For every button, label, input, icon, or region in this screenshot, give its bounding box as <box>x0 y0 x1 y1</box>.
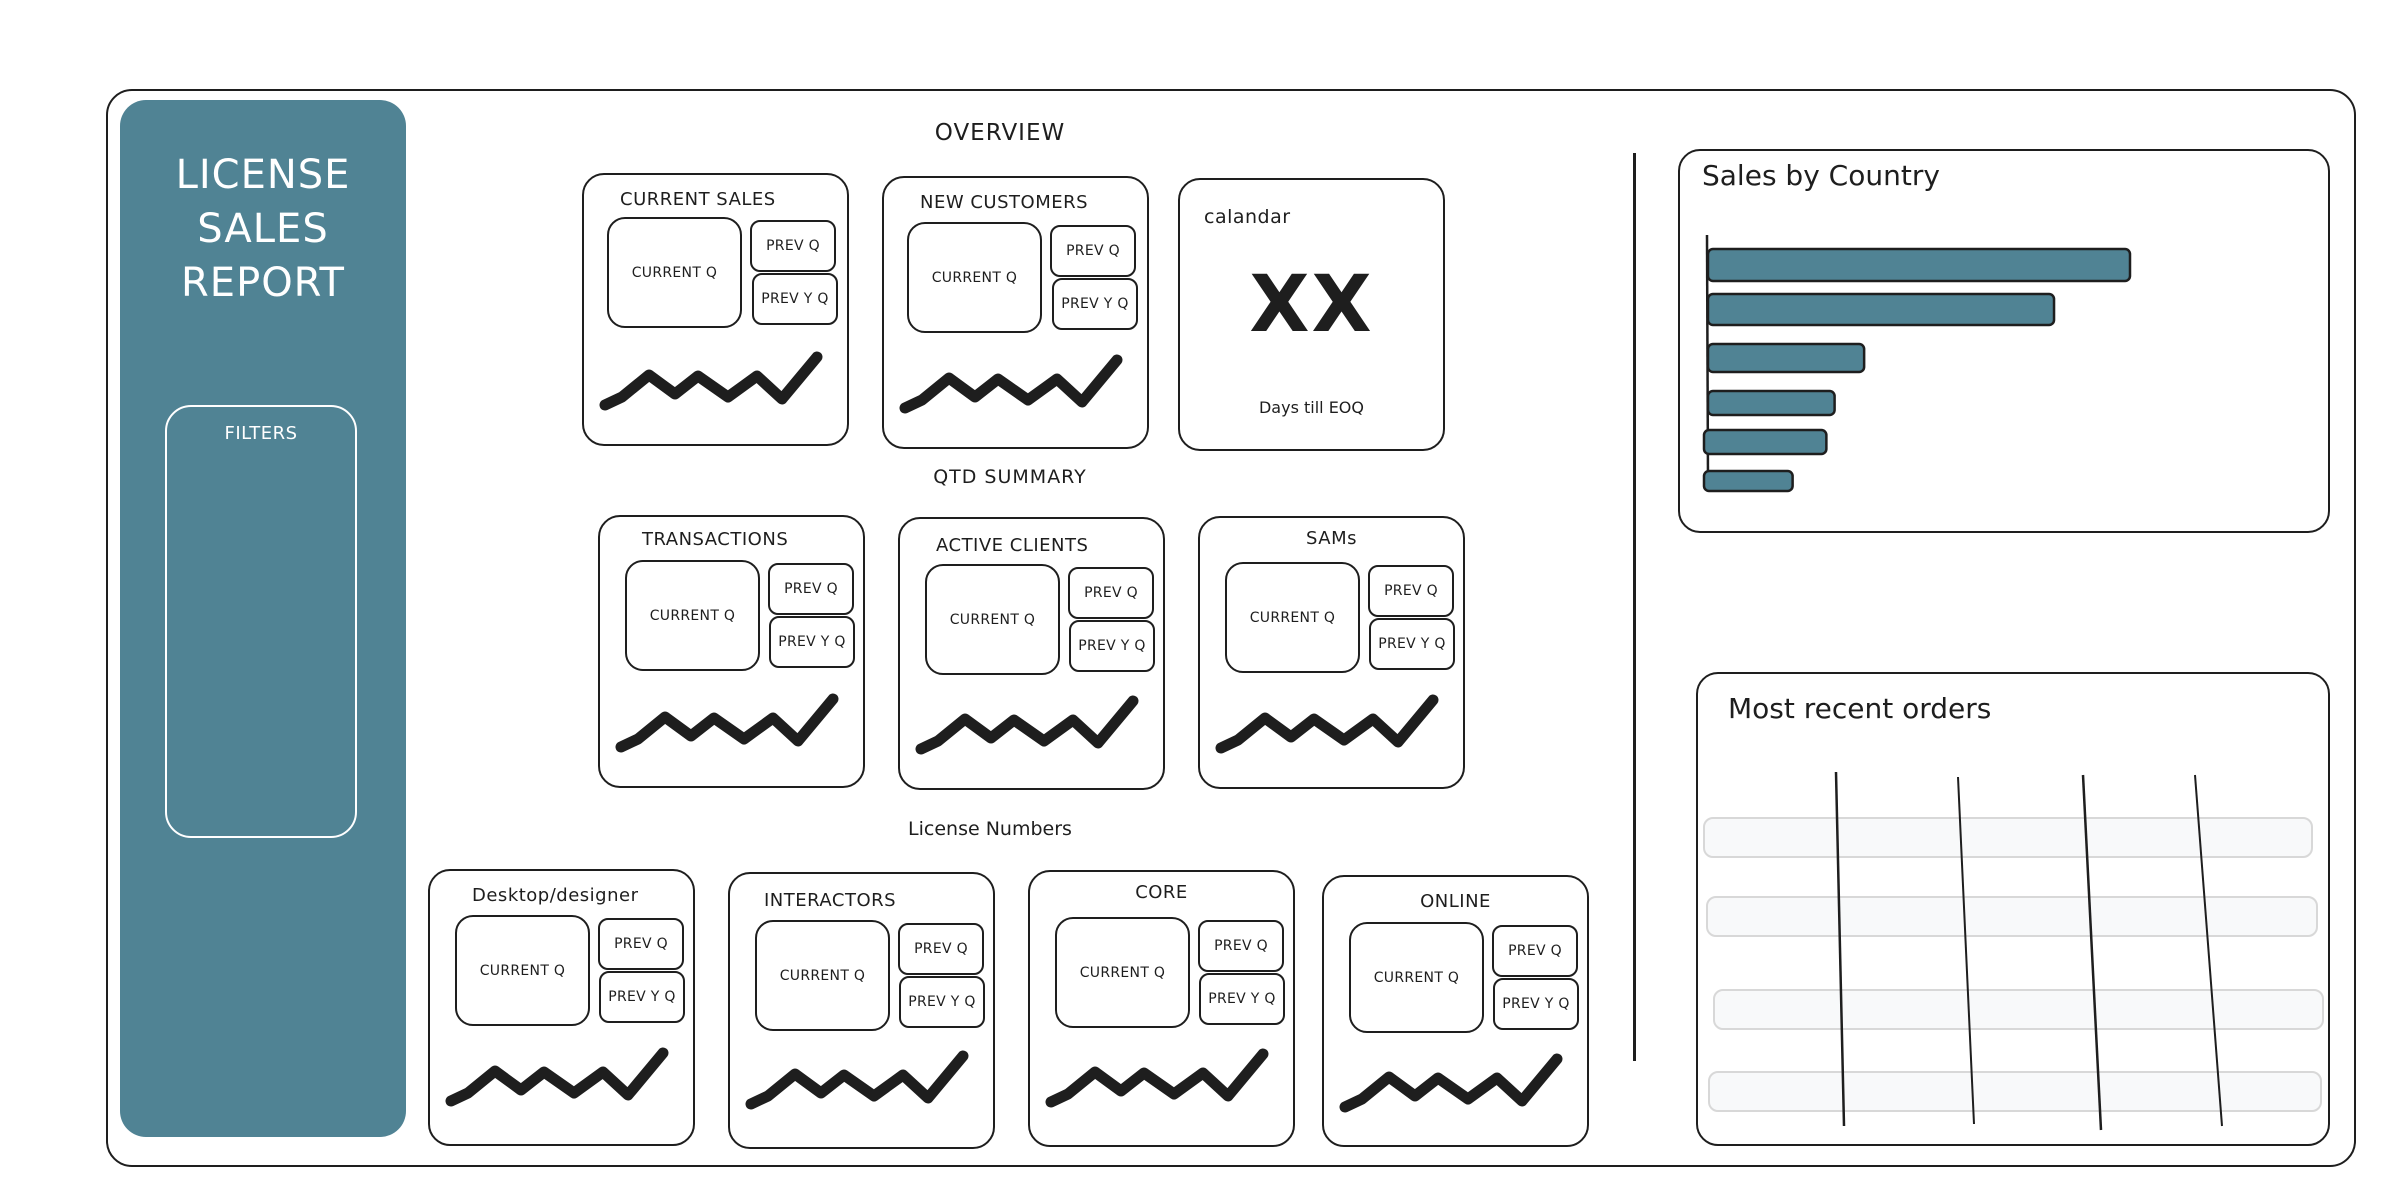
prev-y-q-box: PREV Y Q <box>1493 978 1579 1030</box>
order-row[interactable] <box>1703 817 2313 858</box>
kpi-card-active-clients[interactable]: ACTIVE CLIENTS CURRENT Q PREV Q PREV Y Q <box>898 517 1165 790</box>
card-title: SAMs <box>1306 528 1357 549</box>
current-q-box: CURRENT Q <box>1349 922 1484 1033</box>
country-bar-6 <box>1702 469 1794 493</box>
prev-y-q-box: PREV Y Q <box>1199 973 1285 1025</box>
prev-q-box: PREV Q <box>1068 567 1154 619</box>
card-title: CURRENT SALES <box>620 189 776 210</box>
current-q-box: CURRENT Q <box>625 560 760 671</box>
kpi-card-online[interactable]: ONLINE CURRENT Q PREV Q PREV Y Q <box>1322 875 1589 1147</box>
card-title: INTERACTORS <box>764 890 897 911</box>
prev-q-box: PREV Q <box>1492 925 1578 977</box>
recent-orders-panel: Most recent orders <box>1696 672 2330 1146</box>
current-q-box: CURRENT Q <box>925 564 1060 675</box>
prev-q-box: PREV Q <box>898 923 984 975</box>
card-title: ONLINE <box>1420 891 1491 912</box>
current-q-box: CURRENT Q <box>607 217 742 328</box>
prev-y-q-box: PREV Y Q <box>899 976 985 1028</box>
prev-y-q-box: PREV Y Q <box>752 273 838 325</box>
prev-y-q-box: PREV Y Q <box>1069 620 1155 672</box>
kpi-card-current-sales[interactable]: CURRENT SALES CURRENT Q PREV Q PREV Y Q <box>582 173 849 446</box>
country-bar-3 <box>1706 342 1866 374</box>
country-bar-2 <box>1706 292 2056 327</box>
sales-by-country-title: Sales by Country <box>1702 159 1940 192</box>
current-q-box: CURRENT Q <box>907 222 1042 333</box>
report-title-line: REPORT <box>181 260 345 306</box>
prev-q-box: PREV Q <box>1368 565 1454 617</box>
section-divider <box>1633 153 1636 1061</box>
card-title: ACTIVE CLIENTS <box>936 535 1089 556</box>
filters-label: FILTERS <box>224 423 298 444</box>
recent-orders-title: Most recent orders <box>1728 692 1992 725</box>
report-title: LICENSE SALES REPORT <box>120 148 406 310</box>
card-title: Desktop/designer <box>472 885 639 906</box>
days-till-eoq-value: XX <box>1249 260 1374 350</box>
prev-q-box: PREV Q <box>1050 225 1136 277</box>
sales-by-country-chart <box>1702 234 2132 493</box>
prev-q-box: PREV Q <box>598 918 684 970</box>
report-title-line: SALES <box>197 206 329 252</box>
current-q-box: CURRENT Q <box>1055 917 1190 1028</box>
kpi-card-desktop-designer[interactable]: Desktop/designer CURRENT Q PREV Q PREV Y… <box>428 869 695 1146</box>
report-title-line: LICENSE <box>175 152 351 198</box>
prev-y-q-box: PREV Y Q <box>1052 278 1138 330</box>
calendar-title: calandar <box>1204 206 1291 228</box>
kpi-card-interactors[interactable]: INTERACTORS CURRENT Q PREV Q PREV Y Q <box>728 872 995 1149</box>
section-title-license-numbers: License Numbers <box>908 818 1072 840</box>
filters-panel[interactable]: FILTERS <box>165 405 357 838</box>
sales-by-country-panel: Sales by Country <box>1678 149 2330 533</box>
current-q-box: CURRENT Q <box>1225 562 1360 673</box>
prev-y-q-box: PREV Y Q <box>599 971 685 1023</box>
order-row[interactable] <box>1706 896 2318 937</box>
card-title: CORE <box>1135 882 1188 903</box>
current-q-box: CURRENT Q <box>755 920 890 1031</box>
country-bar-5 <box>1702 428 1828 456</box>
prev-q-box: PREV Q <box>768 563 854 615</box>
prev-y-q-box: PREV Y Q <box>1369 618 1455 670</box>
order-row[interactable] <box>1708 1071 2322 1112</box>
section-title-overview: OVERVIEW <box>934 120 1066 146</box>
order-row[interactable] <box>1713 989 2324 1030</box>
prev-q-box: PREV Q <box>750 220 836 272</box>
prev-y-q-box: PREV Y Q <box>769 616 855 668</box>
kpi-card-transactions[interactable]: TRANSACTIONS CURRENT Q PREV Q PREV Y Q <box>598 515 865 788</box>
days-till-eoq-caption: Days till EOQ <box>1258 398 1364 417</box>
kpi-card-new-customers[interactable]: NEW CUSTOMERS CURRENT Q PREV Q PREV Y Q <box>882 176 1149 449</box>
kpi-card-sams[interactable]: SAMs CURRENT Q PREV Q PREV Y Q <box>1198 516 1465 789</box>
chart-axis <box>1705 234 1710 485</box>
country-bar-1 <box>1706 247 2132 283</box>
card-title: TRANSACTIONS <box>642 529 789 550</box>
current-q-box: CURRENT Q <box>455 915 590 1026</box>
section-title-qtd-summary: QTD SUMMARY <box>933 466 1087 488</box>
sidebar <box>120 100 406 1137</box>
dashboard-frame <box>106 89 2356 1167</box>
prev-q-box: PREV Q <box>1198 920 1284 972</box>
kpi-card-core[interactable]: CORE CURRENT Q PREV Q PREV Y Q <box>1028 870 1295 1147</box>
card-title: NEW CUSTOMERS <box>920 192 1089 213</box>
country-bar-4 <box>1706 389 1836 417</box>
calendar-card[interactable]: calandar XX Days till EOQ <box>1178 178 1445 451</box>
